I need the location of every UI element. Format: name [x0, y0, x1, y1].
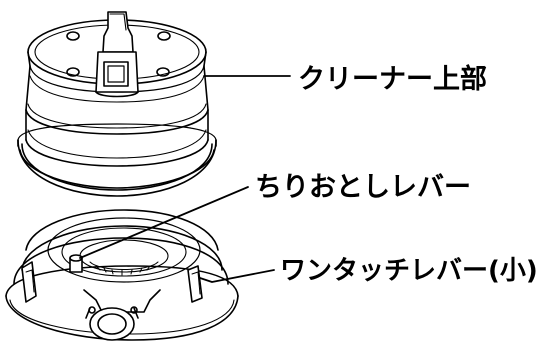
leader-lines: [79, 75, 291, 283]
leader-dust-lever: [79, 186, 249, 259]
label-cleaner-upper: クリーナー上部: [298, 64, 487, 95]
leader-one-touch-lever: [199, 269, 275, 283]
cleaner-upper-part: [17, 11, 217, 197]
label-one-touch-lever: ワンタッチレバー(小): [280, 256, 538, 286]
label-dust-lever: ちりおとしレバー: [255, 172, 471, 203]
cleaner-base-part: [5, 209, 239, 341]
